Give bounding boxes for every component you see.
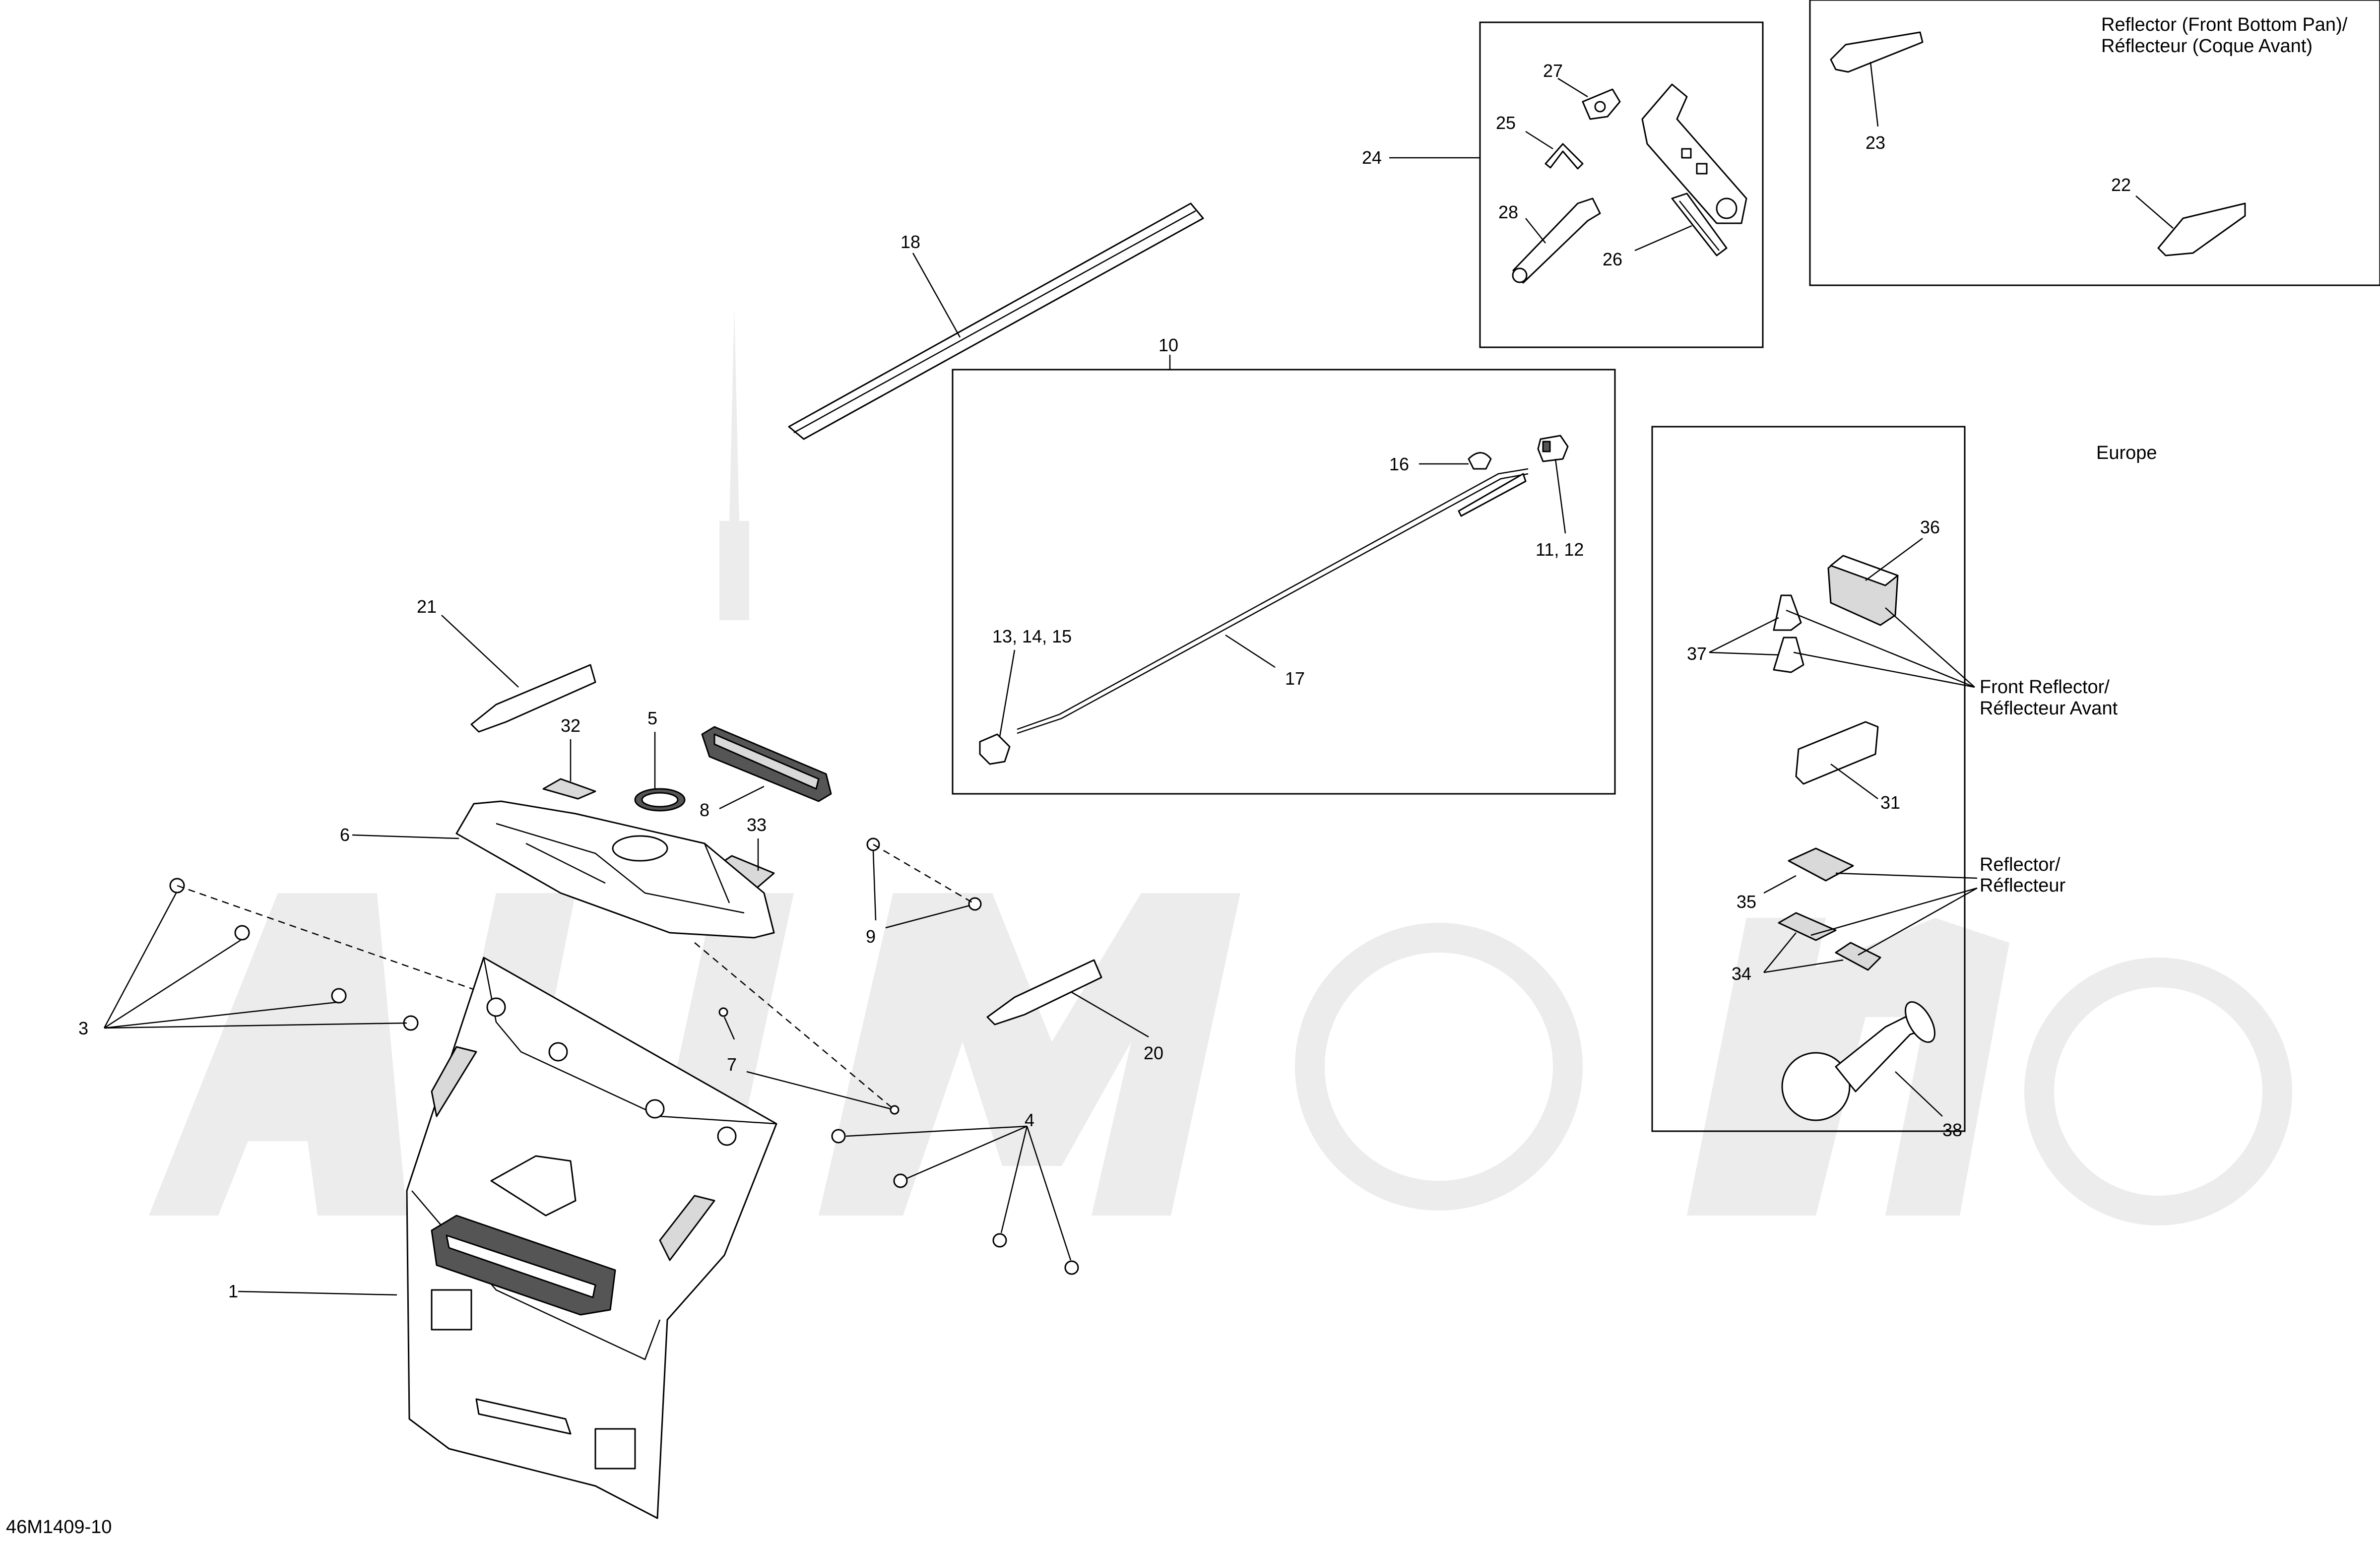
emblem-5 <box>634 788 686 812</box>
front-reflector-36 <box>1827 555 1899 626</box>
reflector-label-2: Réflecteur <box>1980 875 2066 896</box>
front-reflector-label-1: Front Reflector/ <box>1980 677 2110 698</box>
reflector-pan-label-2: Réflecteur (Coque Avant) <box>2101 36 2313 57</box>
callout-16: 16 <box>1389 454 1409 474</box>
callout-25: 25 <box>1496 113 1516 133</box>
trim-strip-18 <box>788 202 1204 440</box>
callout-37: 37 <box>1687 643 1707 664</box>
callout-11-12: 11, 12 <box>1536 539 1584 560</box>
callout-26: 26 <box>1603 249 1622 269</box>
spanner-wrench <box>1641 83 1747 224</box>
callout-9: 9 <box>866 926 876 947</box>
front-hood-1 <box>406 957 777 1519</box>
callout-18: 18 <box>901 232 920 252</box>
screw-7-a <box>718 1007 728 1017</box>
callout-8: 8 <box>700 800 709 820</box>
callout-6: 6 <box>340 825 350 845</box>
reflector-34-b <box>1835 942 1881 971</box>
callout-21: 21 <box>417 596 437 617</box>
callout-35: 35 <box>1737 892 1756 912</box>
callout-23: 23 <box>1865 132 1885 153</box>
cable-17 <box>1017 468 1529 734</box>
toolkit-box <box>1479 21 1764 348</box>
decal-20 <box>986 959 1102 1026</box>
callout-38: 38 <box>1942 1120 1962 1140</box>
reflector-pan-box <box>1809 0 2380 286</box>
callout-36: 36 <box>1920 517 1940 537</box>
callout-33: 33 <box>747 815 767 835</box>
callout-34: 34 <box>1732 963 1751 984</box>
decal-21 <box>470 664 596 733</box>
console-6 <box>455 800 775 939</box>
europe-box-title: Europe <box>2096 443 2157 463</box>
grille-8 <box>701 726 832 802</box>
callout-20: 20 <box>1144 1043 1163 1063</box>
screw-9-b <box>968 897 982 911</box>
callout-1: 1 <box>228 1281 238 1301</box>
wrench-28 <box>1512 197 1601 284</box>
callout-24: 24 <box>1362 147 1382 168</box>
reflector-31 <box>1795 721 1879 785</box>
hex-key-25 <box>1544 143 1584 170</box>
front-reflector-label-2: Réflecteur Avant <box>1980 698 2118 719</box>
callout-10: 10 <box>1158 335 1178 355</box>
reflector-22 <box>2157 202 2246 257</box>
europe-box <box>1651 426 1966 1132</box>
callout-7: 7 <box>727 1054 737 1075</box>
tool-plate-26 <box>1671 193 1728 257</box>
reflector-35 <box>1788 847 1854 882</box>
clip-16 <box>1468 452 1492 470</box>
screw-7-b <box>890 1105 900 1115</box>
nuts-4 <box>831 1129 1079 1275</box>
callout-22: 22 <box>2111 175 2131 195</box>
callout-31: 31 <box>1880 792 1900 813</box>
reflector-34-a <box>1778 912 1837 941</box>
tool-bracket-27 <box>1582 88 1621 120</box>
callout-27: 27 <box>1543 61 1563 81</box>
reflector-pan-label-1: Reflector (Front Bottom Pan)/ <box>2101 14 2348 35</box>
decal-32 <box>542 778 596 800</box>
cable-kit-box <box>952 369 1616 795</box>
callout-4: 4 <box>1025 1110 1034 1130</box>
bracket-37-bottom <box>1773 637 1804 673</box>
callout-32: 32 <box>561 715 580 736</box>
reflector-label-1: Reflector/ <box>1980 854 2060 875</box>
horn-38 <box>1781 1001 1935 1121</box>
callout-17: 17 <box>1285 668 1305 689</box>
callout-3: 3 <box>78 1018 88 1038</box>
connector-11-12 <box>1537 435 1569 462</box>
reflector-23 <box>1830 31 1924 73</box>
callout-5: 5 <box>647 708 657 728</box>
callout-28: 28 <box>1498 202 1518 222</box>
connector-13-14-15 <box>979 733 1011 765</box>
callout-13-14-15: 13, 14, 15 <box>992 626 1072 646</box>
bracket-37-top <box>1773 594 1802 631</box>
drawing-code: 46M1409-10 <box>6 1517 112 1538</box>
